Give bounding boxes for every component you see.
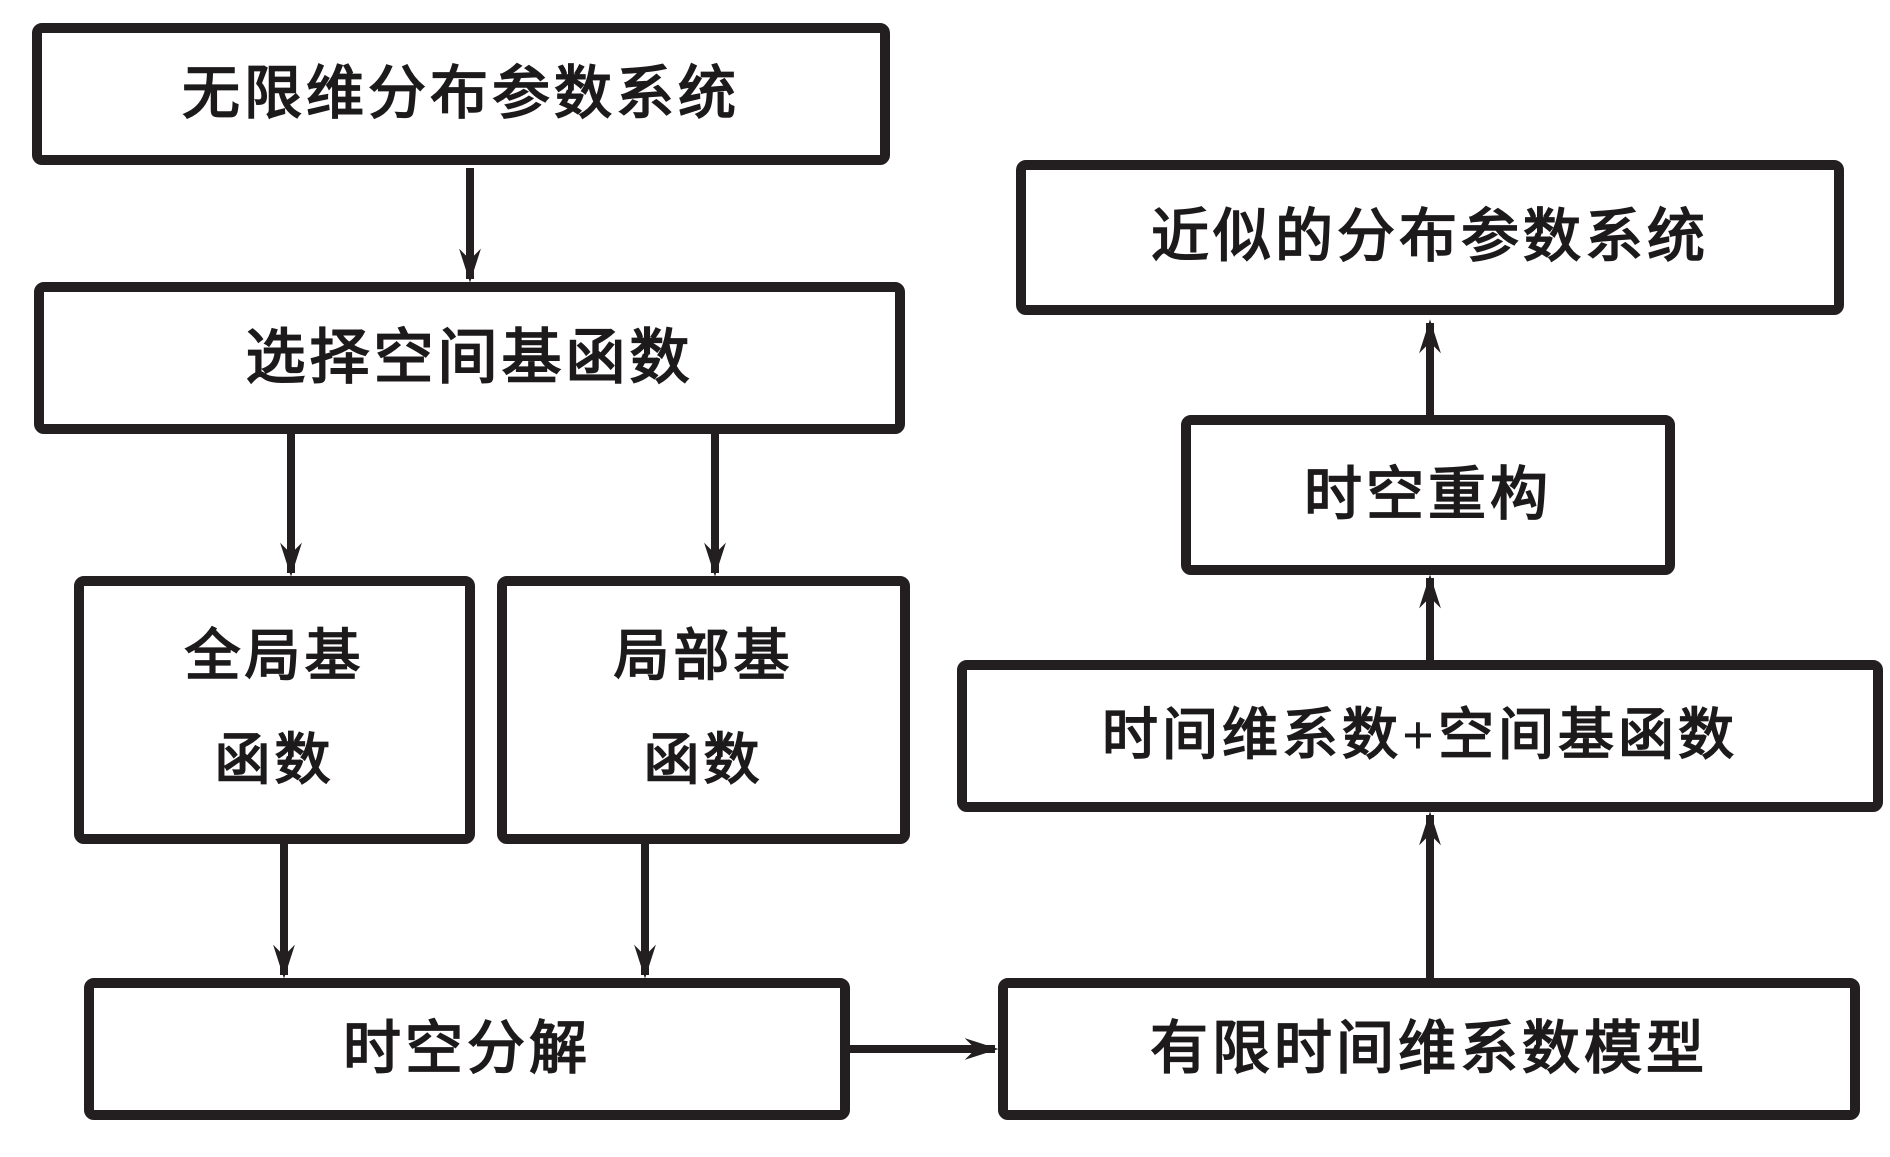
node-label: 时空重构	[1303, 461, 1552, 527]
node-label-line1: 局部基	[613, 626, 794, 689]
node-global-basis-functions: 全局基 函数	[74, 576, 475, 844]
node-select-spatial-basis: 选择空间基函数	[34, 282, 905, 434]
node-label-line2: 函数	[643, 730, 764, 792]
node-time-coefficients-plus-spatial-basis: 时间维系数+空间基函数	[957, 660, 1883, 812]
node-finite-time-coefficient-model: 有限时间维系数模型	[998, 978, 1860, 1120]
node-label: 近似的分布参数系统	[1150, 204, 1709, 270]
node-label: 有限时间维系数模型	[1149, 1015, 1708, 1081]
node-spatiotemporal-decomposition: 时空分解	[84, 978, 850, 1120]
node-infinite-dimensional-system: 无限维分布参数系统	[32, 23, 890, 165]
node-label: 时空分解	[342, 1015, 591, 1081]
node-label-line1: 全局基	[184, 626, 365, 689]
node-label-line2: 函数	[214, 730, 335, 792]
node-local-basis-functions: 局部基 函数	[497, 576, 910, 844]
node-approximate-distributed-system: 近似的分布参数系统	[1016, 160, 1844, 315]
node-label: 时间维系数+空间基函数	[1102, 704, 1738, 767]
node-label: 无限维分布参数系统	[181, 60, 740, 126]
node-spatiotemporal-reconstruction: 时空重构	[1181, 415, 1675, 575]
node-label: 选择空间基函数	[245, 324, 694, 391]
